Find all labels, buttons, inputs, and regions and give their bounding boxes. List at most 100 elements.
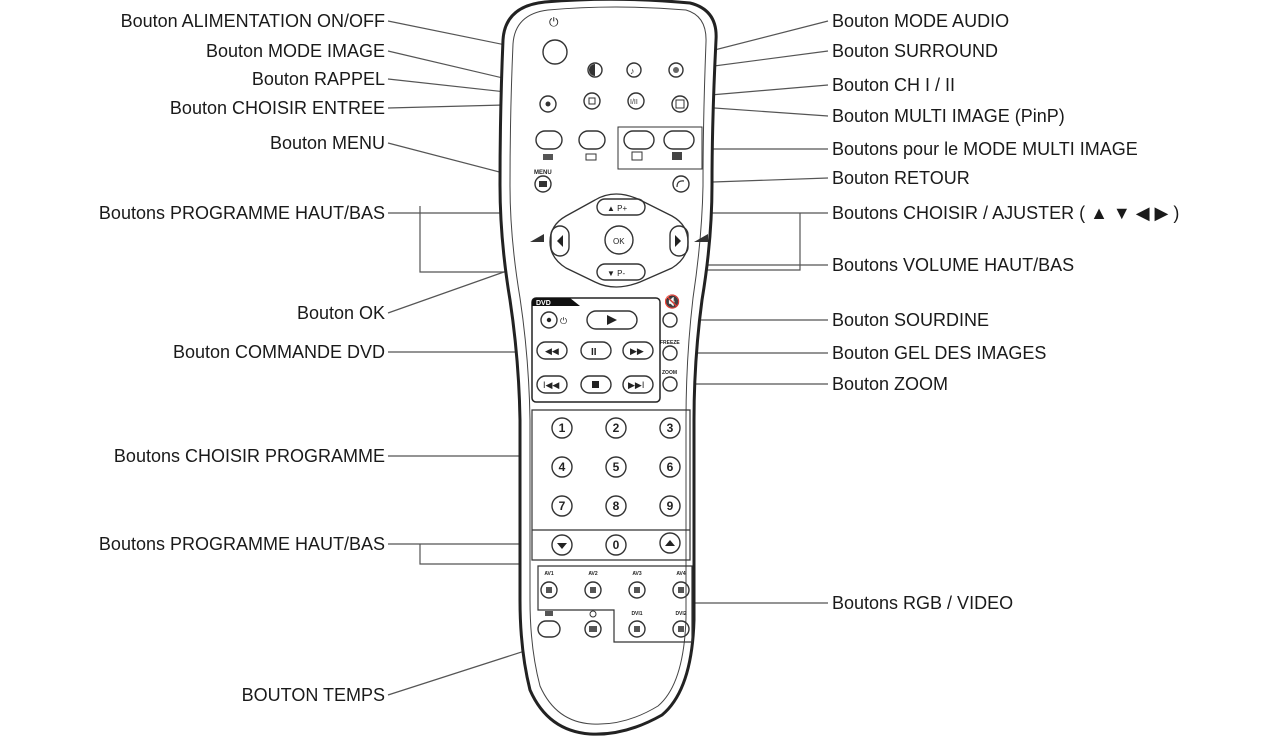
- label-recall-button: Bouton RAPPEL: [251, 69, 385, 89]
- dvd-tab: [532, 298, 580, 306]
- picture-mode-button[interactable]: [587, 62, 603, 78]
- digit-6-button[interactable]: [659, 456, 681, 478]
- digit-9-button[interactable]: [659, 495, 681, 517]
- return-button[interactable]: [672, 175, 690, 193]
- freeze-button[interactable]: [662, 345, 678, 361]
- program-up-button[interactable]: [596, 198, 646, 216]
- timer-icon: [589, 626, 597, 632]
- volume-up-button[interactable]: [669, 225, 689, 257]
- freeze-label: FREEZE: [660, 340, 680, 346]
- digit-3-button[interactable]: [659, 417, 681, 439]
- power-button[interactable]: [542, 39, 568, 65]
- zoom-button[interactable]: [662, 376, 678, 392]
- audio-mode-button[interactable]: [626, 62, 642, 78]
- av3-button[interactable]: [628, 581, 646, 599]
- label-ok-button: Bouton OK: [296, 303, 385, 323]
- multi-image-mode-button-2[interactable]: [663, 130, 695, 150]
- previous-icon: I◀◀: [543, 380, 559, 390]
- dvi1-icon: [634, 626, 640, 632]
- digit-7-button[interactable]: [551, 495, 573, 517]
- digit-8-label: 8: [613, 499, 620, 513]
- menu-button[interactable]: [534, 175, 552, 193]
- multi-image-mode-button-1[interactable]: [623, 130, 655, 150]
- dvd-stop-button[interactable]: [580, 375, 612, 394]
- digit-0-label: 0: [613, 538, 620, 552]
- dvi1-button[interactable]: [628, 620, 646, 638]
- text-off-button[interactable]: [537, 620, 561, 638]
- multi-image-button[interactable]: [671, 95, 689, 113]
- ch-i-ii-button[interactable]: [627, 92, 645, 110]
- av-frame: [537, 565, 693, 643]
- dvd-pause-button[interactable]: [580, 341, 612, 360]
- remote-inner-outline: [509, 6, 707, 725]
- stop-icon: [592, 381, 599, 388]
- label-menu-button: Bouton MENU: [269, 133, 385, 153]
- label-mute-button: Bouton SOURDINE: [832, 310, 990, 330]
- dvd-power-icon: ⏻: [560, 316, 567, 326]
- av3-icon: [634, 587, 640, 593]
- digit-0-button[interactable]: [605, 534, 627, 556]
- dvd-rewind-button[interactable]: [536, 341, 568, 360]
- label-dvd-control-button: Bouton COMMANDE DVD: [172, 342, 385, 362]
- contrast-icon: [589, 64, 595, 76]
- label-select-adjust-buttons: Boutons CHOISIR / AJUSTER ( ▲ ▼ ◀ ▶ ): [832, 203, 1180, 223]
- digit-1-label: 1: [559, 421, 566, 435]
- digit-4-label: 4: [559, 460, 566, 474]
- digit-6-label: 6: [667, 460, 674, 474]
- multi-image-icon: [675, 99, 685, 109]
- volume-down-button[interactable]: [550, 225, 570, 257]
- dvd-fast-forward-button[interactable]: [622, 341, 654, 360]
- menu-icon: [539, 181, 547, 187]
- text-button-1[interactable]: [535, 130, 563, 150]
- input-select-button[interactable]: [539, 95, 557, 113]
- digit-4-button[interactable]: [551, 456, 573, 478]
- program-up-numpad-button[interactable]: [659, 532, 681, 554]
- recall-icon: [588, 97, 596, 105]
- av4-button[interactable]: [672, 581, 690, 599]
- zoom-label: ZOOM: [662, 370, 677, 376]
- rewind-icon: ◀◀: [545, 346, 559, 356]
- digit-2-button[interactable]: [605, 417, 627, 439]
- av1-label: AV1: [544, 571, 554, 577]
- program-down-label: ▼ P-: [607, 269, 625, 278]
- surround-button[interactable]: [668, 62, 684, 78]
- label-rgb-video-buttons: Boutons RGB / VIDEO: [832, 593, 1014, 613]
- program-down-numpad-button[interactable]: [551, 534, 573, 556]
- number-buttons: [551, 417, 681, 556]
- dvd-play-button[interactable]: [586, 310, 638, 330]
- av2-label: AV2: [588, 571, 598, 577]
- dvd-record-icon: [546, 317, 552, 323]
- label-program-up-down-buttons: Boutons PROGRAMME HAUT/BAS: [98, 203, 385, 223]
- digit-5-button[interactable]: [605, 456, 627, 478]
- dvi2-icon: [678, 626, 684, 632]
- play-icon: [607, 315, 617, 325]
- dvd-previous-button[interactable]: [536, 375, 568, 394]
- ok-button[interactable]: [604, 225, 634, 255]
- program-down-button[interactable]: [596, 263, 646, 281]
- keypad-frame: [531, 409, 691, 561]
- power-symbol-label: ⏻: [549, 15, 559, 29]
- av1-button[interactable]: [540, 581, 558, 599]
- up-arrow-icon: [665, 540, 675, 546]
- dvd-record-button[interactable]: [540, 311, 558, 329]
- text-button-2[interactable]: [578, 130, 606, 150]
- timer-button[interactable]: [584, 620, 602, 638]
- down-arrow-icon: [557, 543, 567, 549]
- multi-image-mode-icon-2: [672, 152, 682, 160]
- av2-button[interactable]: [584, 581, 602, 599]
- surround-icon: [673, 67, 679, 73]
- dvd-next-button[interactable]: [622, 375, 654, 394]
- pause-icon: II: [591, 347, 597, 358]
- mute-button[interactable]: [662, 312, 678, 328]
- digit-1-button[interactable]: [551, 417, 573, 439]
- program-up-label: ▲ P+: [607, 204, 627, 213]
- volume-wedge-left-icon: [530, 234, 544, 242]
- dvi2-button[interactable]: [672, 620, 690, 638]
- recall-button[interactable]: [583, 92, 601, 110]
- nav-outline: [549, 193, 689, 288]
- digit-9-label: 9: [667, 499, 674, 513]
- label-power-button: Bouton ALIMENTATION ON/OFF: [120, 11, 385, 31]
- label-picture-mode-button: Bouton MODE IMAGE: [205, 41, 385, 61]
- digit-8-button[interactable]: [605, 495, 627, 517]
